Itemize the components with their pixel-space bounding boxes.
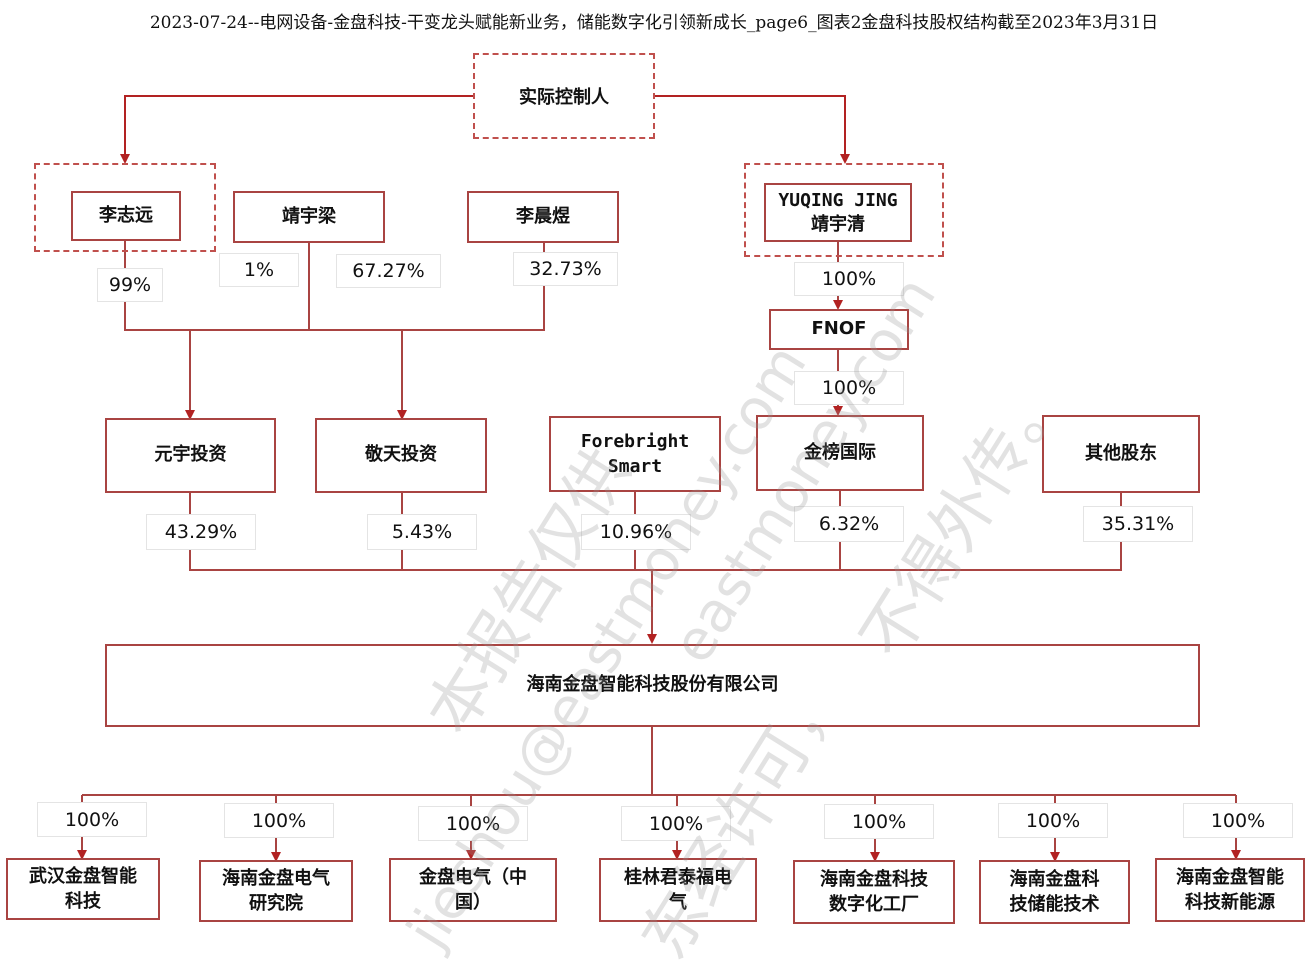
subsidiary-line1: 海南金盘科技 (820, 868, 928, 890)
subsidiary-line1: 武汉金盘智能 (29, 865, 137, 887)
sub-pct: 100% (998, 803, 1108, 838)
sub-pct: 100% (1183, 803, 1293, 838)
actual-controller-node: 实际控制人 (473, 53, 655, 139)
person-li-zhiyuan: 李志远 (71, 191, 181, 241)
fnof-node: FNOF (769, 309, 909, 350)
pct-lizhiyuan-yuanyu: 99% (97, 268, 163, 302)
controller-to-lizhiyuan-line (120, 95, 473, 164)
sub-pct: 100% (418, 806, 528, 841)
subsidiary-line2: 科技 (65, 891, 101, 912)
subsidiary-line1: 金盘电气（中 (419, 866, 527, 888)
pct-jingyuliang-jingtian: 67.27% (336, 254, 441, 288)
subsidiary-line2: 数字化工厂 (829, 894, 919, 915)
subsidiary-energy-storage: 海南金盘科 技储能技术 (979, 860, 1130, 924)
shareholder-others: 其他股东 (1042, 415, 1200, 493)
page-title: 2023-07-24--电网设备-金盘科技-干变龙头赋能新业务，储能数字化引领新… (149, 13, 1159, 33)
pct-jingyuliang-yuanyu: 1% (219, 253, 299, 287)
subsidiary-line2: 气 (669, 892, 687, 913)
yuqing-dashed-group (744, 163, 944, 257)
sub-pct: 100% (37, 802, 147, 837)
shareholder-forebright: Forebright Smart (549, 416, 721, 492)
shareholder-jinbang: 金榜国际 (756, 415, 924, 491)
yuqing-jing-en-label: YUQING JING (778, 190, 898, 212)
sub-pct: 100% (824, 804, 934, 839)
subsidiary-line2: 科技新能源 (1185, 892, 1275, 913)
controller-to-yuqing-line (655, 95, 850, 164)
forebright-line2: Smart (607, 456, 663, 477)
subsidiary-wuhan: 武汉金盘智能 科技 (6, 858, 160, 920)
pct-yuqing-fnof: 100% (794, 262, 904, 296)
pct-jinbang: 6.32% (794, 506, 904, 542)
subsidiary-line2: 国） (455, 892, 491, 913)
subsidiary-line1: 海南金盘智能 (1176, 866, 1284, 888)
pct-forebright: 10.96% (581, 514, 691, 550)
pct-lichenyu-jingtian: 32.73% (513, 252, 618, 286)
subsidiary-guilin: 桂林君泰福电 气 (599, 858, 757, 922)
subsidiary-line1: 海南金盘电气 (222, 867, 330, 889)
company-node: 海南金盘智能科技股份有限公司 (105, 644, 1200, 727)
forebright-line1: Forebright (580, 430, 690, 452)
person-yuqing-jing: YUQING JING 靖宇清 (764, 183, 912, 242)
sub-pct: 100% (224, 803, 334, 838)
subsidiary-digital-factory: 海南金盘科技 数字化工厂 (793, 860, 955, 924)
pct-others: 35.31% (1083, 506, 1193, 542)
person-li-chenyu: 李晨煜 (467, 191, 619, 243)
subsidiary-line2: 研究院 (249, 893, 303, 914)
person-jing-yuliang: 靖宇梁 (233, 191, 385, 243)
subsidiary-line1: 桂林君泰福电 (624, 866, 732, 888)
pct-yuanyu: 43.29% (146, 514, 256, 550)
subsidiary-line2: 技储能技术 (1009, 894, 1100, 915)
yuqing-jing-cn-label: 靖宇清 (811, 213, 865, 235)
sub-pct: 100% (621, 806, 731, 841)
subsidiary-research: 海南金盘电气 研究院 (199, 860, 353, 922)
subsidiary-jinpan-china: 金盘电气（中 国） (389, 858, 557, 922)
shareholder-jingtian: 敬天投资 (315, 418, 487, 493)
pct-jingtian: 5.43% (367, 514, 477, 550)
subsidiary-line1: 海南金盘科 (1009, 868, 1100, 890)
pct-fnof-jinbang: 100% (794, 371, 904, 405)
subsidiary-new-energy: 海南金盘智能 科技新能源 (1155, 858, 1305, 922)
lizhiyuan-dashed-group (34, 163, 216, 252)
shareholder-yuanyu: 元宇投资 (105, 418, 276, 493)
